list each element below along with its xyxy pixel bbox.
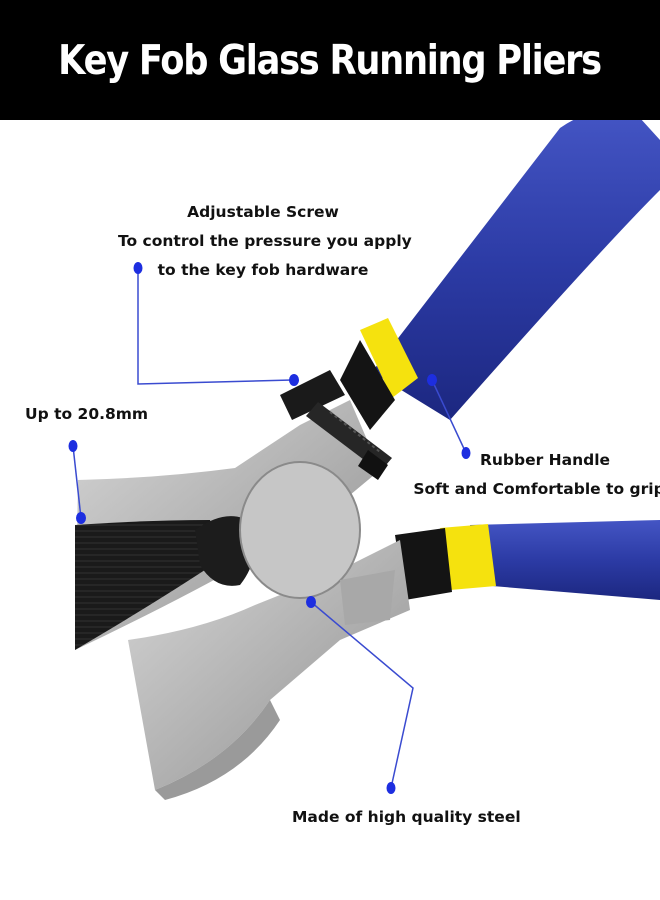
pivot-joint bbox=[240, 462, 360, 598]
steel-callout-title: Made of high quality steel bbox=[292, 808, 521, 826]
screw-callout-line3: to the key fob hardware bbox=[157, 261, 369, 279]
screw-callout-line2: To control the pressure you apply bbox=[118, 232, 412, 250]
title-banner: Key Fob Glass Running Pliers bbox=[0, 0, 660, 120]
adjustable-screw bbox=[280, 370, 392, 480]
screw-callout: Adjustable Screw To control the pressure… bbox=[118, 198, 412, 285]
lower-handle bbox=[395, 520, 660, 600]
steel-callout: Made of high quality steel bbox=[292, 803, 521, 832]
screw-callout-title: Adjustable Screw bbox=[187, 203, 339, 221]
width-callout: Up to 20.8mm bbox=[25, 400, 148, 429]
handle-callout-title: Rubber Handle bbox=[479, 451, 611, 469]
jaw-serration bbox=[75, 520, 220, 650]
width-callout-title: Up to 20.8mm bbox=[25, 405, 149, 423]
handle-callout-line2: Soft and Comfortable to grip bbox=[413, 480, 660, 498]
upper-handle bbox=[340, 120, 660, 430]
handle-callout: Rubber Handle Soft and Comfortable to gr… bbox=[413, 446, 660, 504]
page-title: Key Fob Glass Running Pliers bbox=[58, 36, 603, 84]
